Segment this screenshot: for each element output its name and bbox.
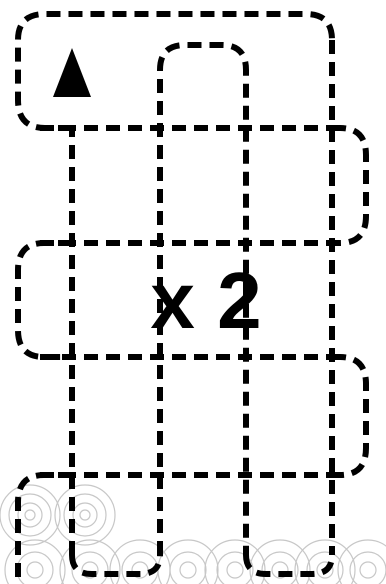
right-loop-lower [332,357,366,475]
arrow-up-icon [53,48,91,97]
bottom-turn-left [72,555,160,574]
left-loop-middle [18,243,72,357]
swirl-cluster-left [0,485,115,545]
right-loop-upper [332,128,366,243]
repeat-multiplier-label: x 2 [150,256,261,345]
